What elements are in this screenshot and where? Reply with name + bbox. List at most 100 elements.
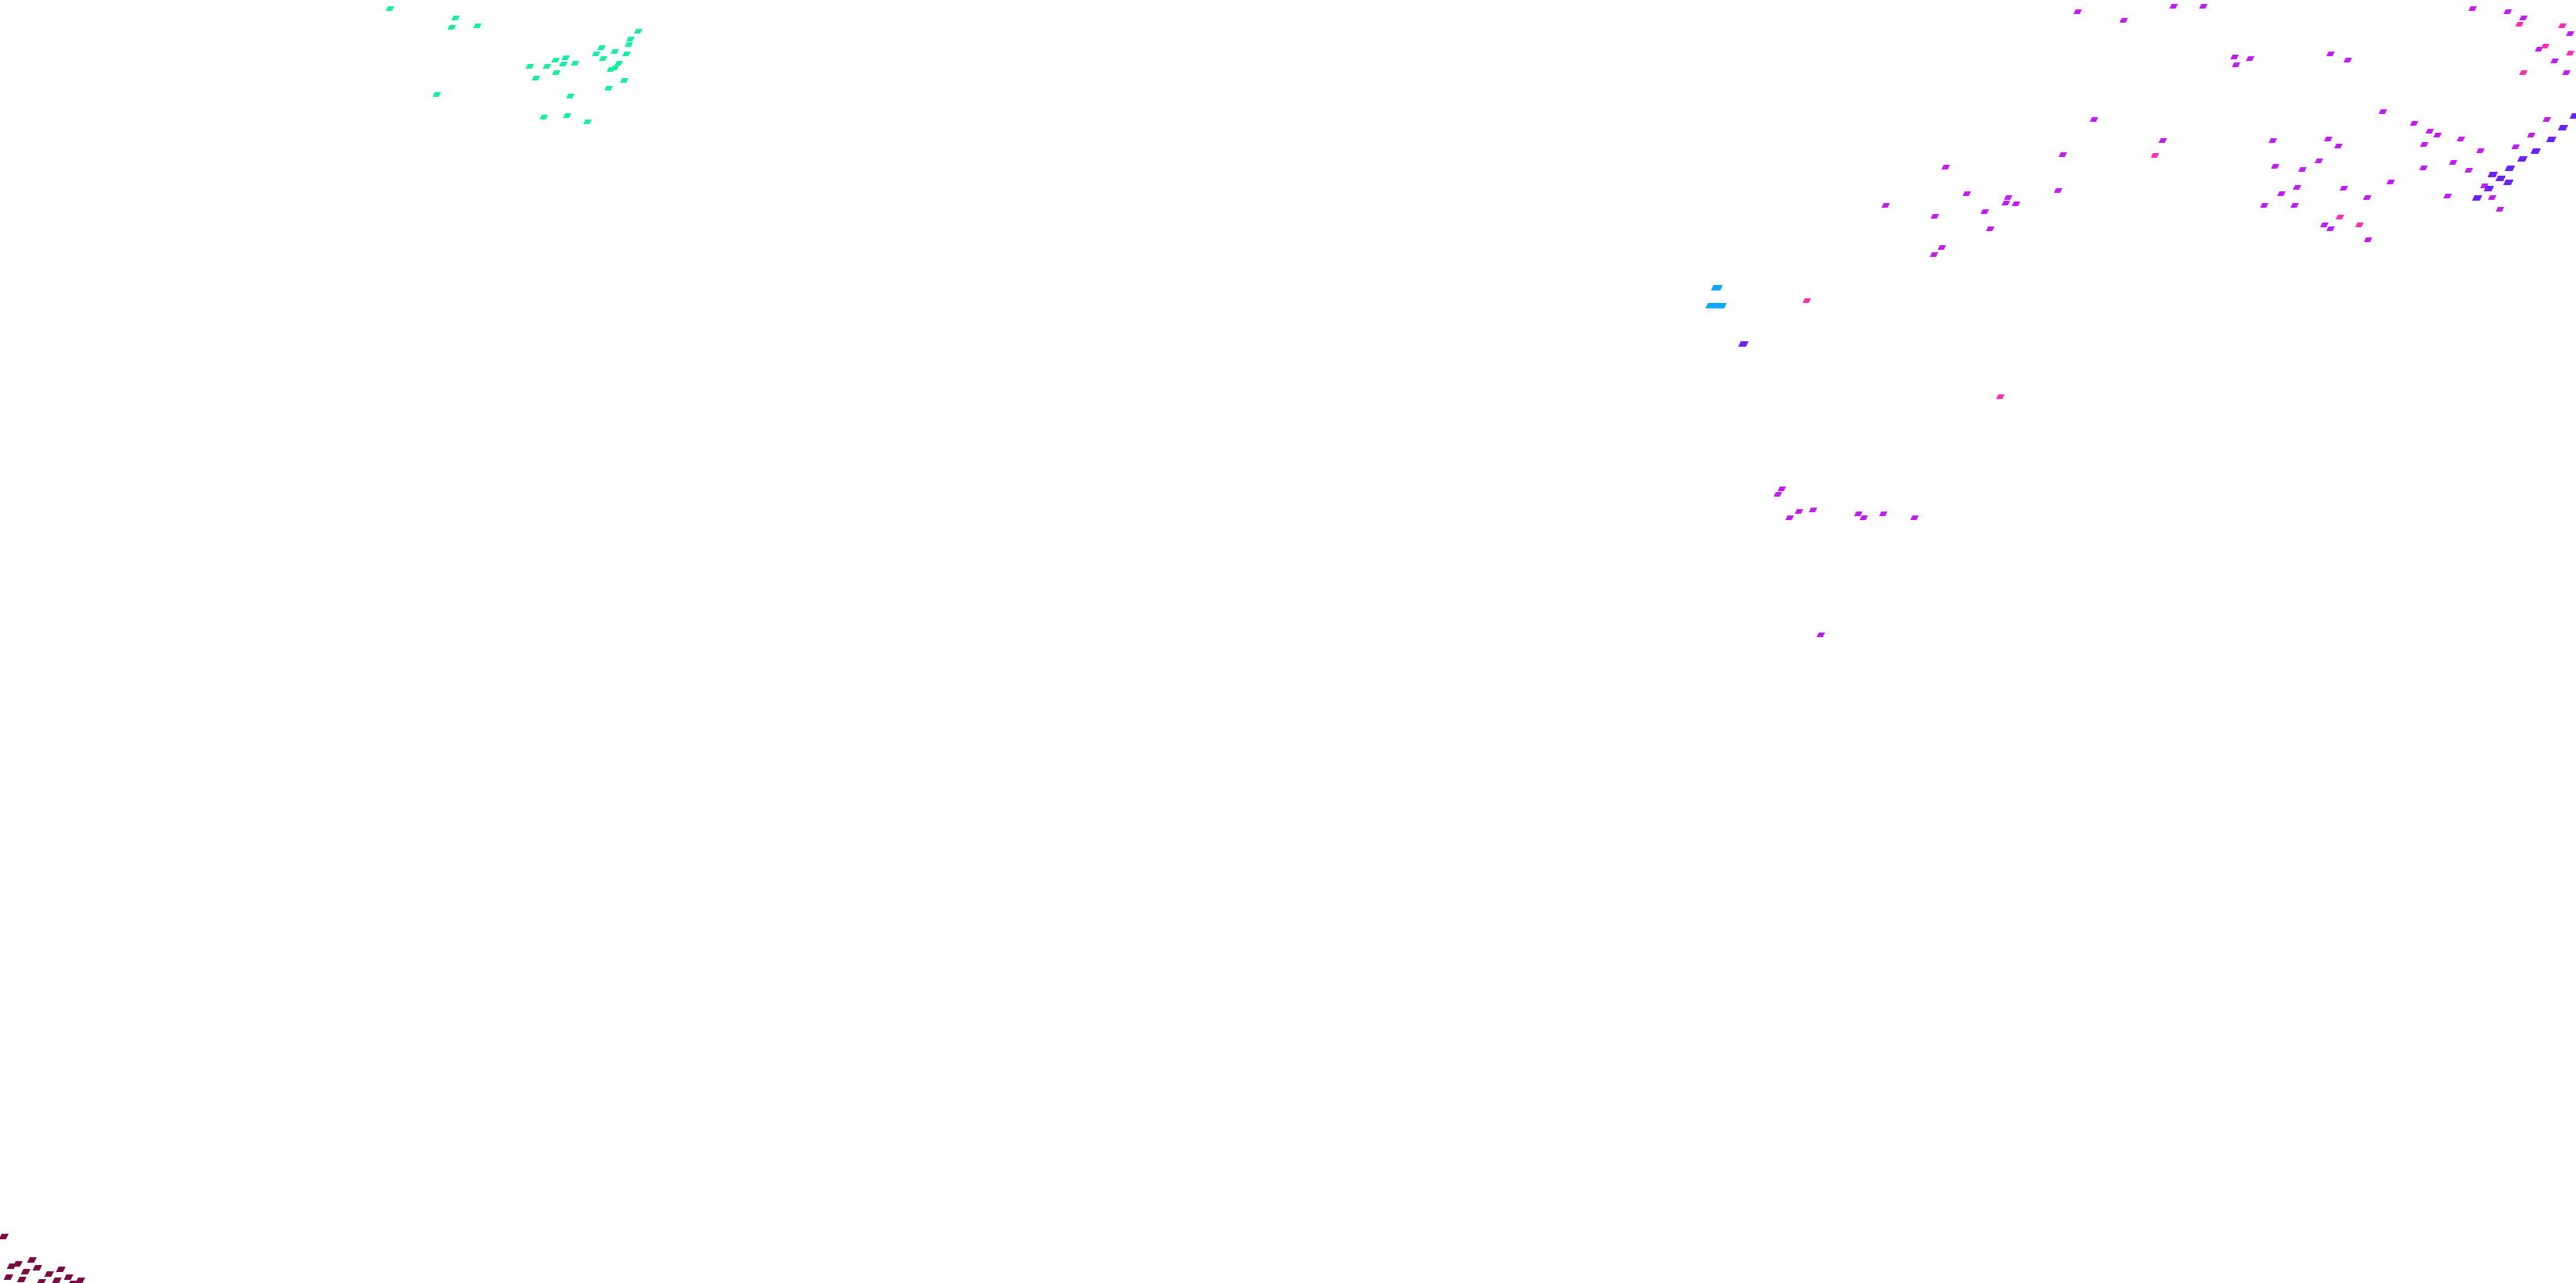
speckle-dot <box>2519 70 2528 75</box>
speckle-dot <box>2246 56 2254 61</box>
speckle-dot <box>599 56 607 61</box>
speckle-dot <box>2515 22 2524 27</box>
speckle-dot <box>2425 129 2435 134</box>
speckle-dot <box>2504 166 2515 171</box>
speckle-dot <box>1859 515 1868 520</box>
speckle-dot <box>2334 144 2343 148</box>
speckle-dot <box>1962 191 1971 196</box>
speckle-dot <box>2339 186 2349 191</box>
speckle-dot <box>2519 16 2528 20</box>
speckle-dot <box>2527 133 2536 137</box>
speckle-dot <box>1705 303 1717 308</box>
speckle-dot <box>2566 51 2574 55</box>
speckle-dot <box>2471 195 2483 201</box>
speckle-dot <box>2503 180 2514 185</box>
speckle-dot <box>1996 394 2005 399</box>
speckle-dot <box>12 1261 23 1267</box>
speckle-dot <box>1738 341 1749 347</box>
speckle-dot <box>1795 509 1804 514</box>
speckles-pink <box>1802 22 2574 399</box>
speckle-dot <box>1986 226 1995 231</box>
speckle-dot <box>604 86 613 91</box>
speckle-dot <box>2004 195 2013 200</box>
speckles-green-cyan <box>386 6 642 124</box>
speckle-dot <box>2511 144 2520 149</box>
speckle-dot <box>1941 165 1951 169</box>
speckle-dot <box>2420 142 2429 147</box>
speckle-dot <box>610 49 619 54</box>
speckle-dot <box>63 1274 73 1280</box>
speckle-dot <box>55 1267 66 1272</box>
speckle-dot <box>561 55 570 60</box>
speckle-dot <box>2433 133 2443 137</box>
speckle-dot <box>592 52 600 56</box>
speckle-dot <box>551 58 560 62</box>
speckle-dot <box>2496 207 2504 212</box>
speckle-dot <box>2546 137 2556 142</box>
speckle-dot <box>1816 633 1826 637</box>
speckle-dot <box>16 1277 27 1282</box>
speckle-dot <box>2569 113 2576 119</box>
speckle-dot <box>44 1271 55 1277</box>
speckle-dot <box>2298 167 2307 172</box>
speckle-dot <box>2364 237 2373 242</box>
speckle-dot <box>2119 18 2128 23</box>
speckle-dot <box>525 64 534 69</box>
speckle-dot <box>2503 9 2512 14</box>
speckle-dot <box>1930 214 1940 219</box>
speckle-dot <box>2199 4 2208 9</box>
speckle-dot <box>2530 148 2541 154</box>
speckle-dot <box>1879 511 1888 516</box>
speckle-dot <box>473 23 482 28</box>
speckle-dot <box>583 119 592 124</box>
speckle-dot <box>75 1278 85 1283</box>
speckle-dot <box>1774 492 1783 497</box>
speckle-dot <box>20 1269 31 1274</box>
speckle-dot <box>2336 215 2344 219</box>
speckle-dot <box>2464 168 2473 173</box>
speckle-dot <box>1785 515 1795 520</box>
speckle-dot <box>2542 117 2551 122</box>
speckle-dot <box>2290 203 2300 208</box>
speckle-dot <box>2320 223 2329 227</box>
speckle-dot <box>2355 223 2364 227</box>
speckle-dot <box>2468 6 2478 11</box>
speckle-dot <box>1809 508 1818 512</box>
speckle-dot <box>2535 47 2543 52</box>
speckle-dot <box>2386 180 2396 184</box>
speckle-dot <box>2260 203 2269 208</box>
speckle-dot <box>2232 62 2241 67</box>
speckle-dot <box>2054 188 2062 193</box>
speckle-dot <box>0 1234 9 1239</box>
speckle-dot <box>1710 285 1723 290</box>
speckle-dot <box>2277 191 2286 196</box>
speckle-dot <box>2443 194 2453 198</box>
speckle-dot <box>2169 4 2178 9</box>
speckle-dot <box>2326 226 2336 231</box>
speckle-dot <box>2457 137 2466 141</box>
speckle-dot <box>67 1281 78 1283</box>
speckle-dot <box>532 76 540 80</box>
speckle-dot <box>2268 138 2278 143</box>
speckle-dot <box>2293 185 2302 190</box>
speckle-dot <box>2001 201 2010 205</box>
speckle-dot <box>2271 164 2279 169</box>
speckles-maroon <box>0 1234 85 1283</box>
speckle-dot <box>614 61 623 66</box>
speckle-dot <box>2558 23 2567 28</box>
speckle-dot <box>2324 137 2333 141</box>
speckle-dot <box>2314 159 2323 163</box>
speckle-dot <box>539 115 548 119</box>
speckle-dot <box>571 61 579 66</box>
speckle-dot <box>3 1274 13 1280</box>
speckle-dot <box>1910 515 1919 520</box>
speckle-dot <box>543 64 551 69</box>
speckle-dot <box>32 1265 42 1271</box>
speckle-dot <box>2058 152 2068 157</box>
speckle-dot <box>626 37 635 41</box>
speckle-dot <box>1930 252 1938 257</box>
speckle-dot <box>27 1257 37 1263</box>
speckle-dot <box>2090 117 2098 122</box>
